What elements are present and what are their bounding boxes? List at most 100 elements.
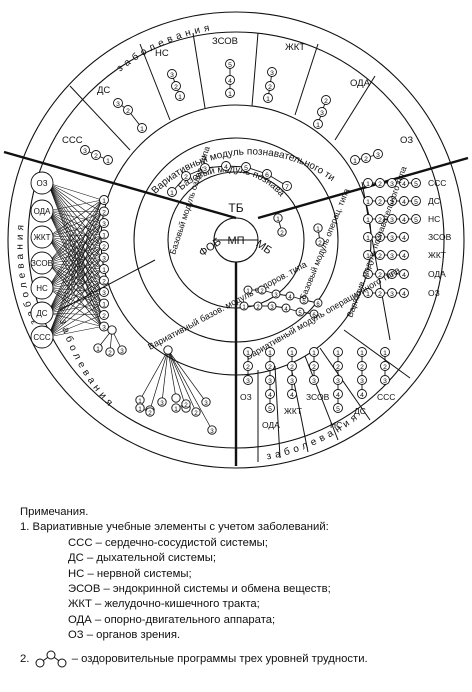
three-node-tree-icon	[35, 650, 67, 668]
disease-node-label: ДС	[36, 309, 47, 318]
node-circle	[399, 232, 409, 242]
node-number: 6	[265, 172, 269, 179]
node-circle	[357, 347, 367, 357]
notes-item-2-text: – оздоровительные программы трех уровней…	[71, 652, 368, 665]
node-number: 2	[148, 410, 152, 417]
top-arc-label: Вариативный модуль познавательного типа	[0, 0, 337, 196]
node-circle	[145, 407, 155, 417]
node-circle	[273, 213, 283, 223]
right-row-label: ОЗ	[428, 288, 440, 298]
node-number: 4	[228, 78, 232, 85]
notes-item-2-prefix: 2.	[20, 652, 30, 665]
node-circle	[157, 397, 167, 407]
node-number: 2	[174, 84, 178, 91]
node-circle	[387, 269, 397, 279]
level-node	[99, 275, 109, 286]
node-circle	[282, 181, 292, 191]
node-circle	[167, 69, 177, 79]
node-circle	[103, 155, 113, 165]
node-circle	[363, 178, 373, 188]
node-circle	[387, 232, 397, 242]
node-circle	[265, 389, 275, 399]
node-number: 3	[170, 72, 174, 79]
node-circle	[135, 403, 145, 413]
br-col-label: ЗСОВ	[306, 392, 330, 402]
node-number: 3	[390, 235, 394, 242]
node-number: 4	[402, 253, 406, 260]
node-circle	[265, 375, 275, 385]
node-number: 1	[138, 406, 142, 413]
node-circle	[315, 237, 325, 247]
node-circle	[387, 214, 397, 224]
level-node	[99, 298, 109, 309]
node-circle	[380, 375, 390, 385]
node-number: 2	[280, 230, 284, 237]
node-circle	[265, 403, 275, 413]
center-middle: МП	[227, 235, 244, 247]
node-number: 3	[116, 101, 120, 108]
node-circle	[265, 81, 275, 91]
level-node-label: 1	[102, 233, 106, 240]
node-circle	[181, 171, 191, 181]
right-row-label: ОДА	[428, 269, 446, 279]
node-number: 2	[336, 364, 340, 371]
node-number: 2	[108, 350, 112, 357]
level-node-label: 1	[102, 267, 106, 274]
node-circle	[375, 250, 385, 260]
node-circle	[375, 288, 385, 298]
node-circle	[225, 88, 235, 98]
node-number: 3	[320, 110, 324, 117]
node-circle	[265, 347, 275, 357]
level-node	[99, 195, 109, 205]
level-node-label: 3	[102, 221, 106, 228]
node-number: 2	[268, 364, 272, 371]
module-diagram: заболевания заболевания заболевания забо…	[0, 0, 469, 469]
node-circle	[363, 288, 373, 298]
node-number: 1	[360, 350, 364, 357]
node-number: 5	[414, 181, 418, 188]
node-circle	[171, 403, 181, 413]
node-number: 2	[378, 199, 382, 206]
node-circle	[221, 161, 231, 171]
node-circle	[225, 75, 235, 85]
node-circle	[375, 196, 385, 206]
node-number: 3	[360, 378, 364, 385]
node-number: 4	[402, 181, 406, 188]
node-number: 4	[402, 291, 406, 298]
node-number: 4	[402, 217, 406, 224]
node-circle	[239, 301, 249, 311]
node-circle	[271, 289, 281, 299]
node-number: 3	[312, 378, 316, 385]
node-number: 1	[96, 346, 100, 353]
node-number: 5	[302, 299, 306, 305]
center-top: ТБ	[228, 201, 243, 215]
node-circle	[113, 98, 123, 108]
node-circle	[380, 361, 390, 371]
node-number: 4	[268, 392, 272, 399]
node-number: 3	[160, 400, 164, 407]
node-number: 3	[270, 305, 274, 311]
node-number: 1	[276, 216, 280, 223]
node-circle	[295, 307, 305, 317]
node-number: 2	[378, 235, 382, 242]
node-circle	[387, 250, 397, 260]
node-number: 2	[184, 174, 188, 181]
node-circle	[373, 149, 383, 159]
node-number: 6	[316, 302, 320, 308]
node-number: 3	[268, 378, 272, 385]
level-node-label: 3	[102, 256, 106, 263]
right-row-label: ЗСОВ	[428, 232, 452, 242]
node-number: 1	[366, 199, 370, 206]
node-number: 3	[210, 428, 214, 435]
node-circle	[363, 214, 373, 224]
node-number: 2	[260, 289, 264, 295]
center-right: МБ	[254, 238, 274, 257]
node-circle	[285, 291, 295, 301]
node-number: 1	[366, 291, 370, 298]
node-circle	[309, 375, 319, 385]
node-number: 2	[256, 305, 260, 311]
node-number: 4	[402, 235, 406, 242]
node-number: 1	[228, 91, 232, 98]
node-number: 4	[402, 272, 406, 279]
